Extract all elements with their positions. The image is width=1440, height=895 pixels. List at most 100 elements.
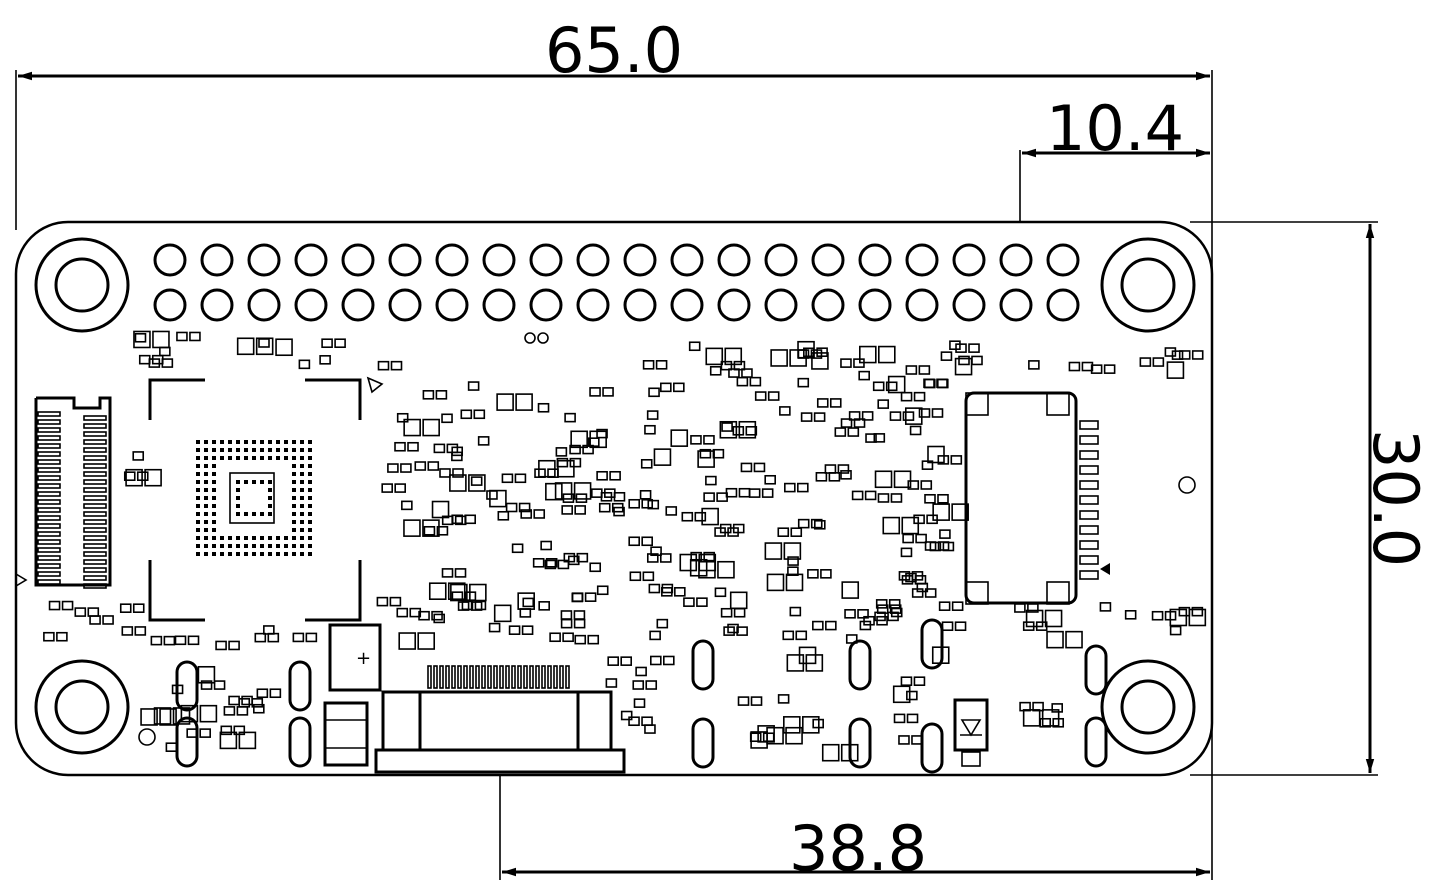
smd-pad — [1032, 701, 1044, 712]
smd-part — [797, 377, 810, 388]
smd-part — [401, 500, 413, 511]
smd-part — [887, 375, 906, 394]
smd-pad — [887, 375, 906, 394]
smd-part — [571, 592, 597, 602]
smd-pad — [473, 409, 486, 420]
smd-part — [873, 433, 886, 443]
smd-pad — [1028, 360, 1040, 370]
smd-pad — [238, 731, 257, 750]
smd-pad — [918, 365, 931, 375]
smd-pad — [673, 382, 685, 393]
connector-pin — [511, 665, 516, 689]
smd-pad — [887, 611, 899, 622]
smd-part — [1166, 361, 1185, 379]
smd-pad — [407, 441, 419, 452]
bga-ball — [292, 544, 296, 548]
bga-ball — [236, 544, 240, 548]
smd-pad — [537, 402, 550, 413]
bga-ball — [292, 520, 296, 524]
bga-ball — [236, 552, 240, 556]
smd-part — [451, 514, 476, 525]
gpio-pin — [529, 243, 563, 277]
bga-ball — [252, 544, 256, 548]
bga-ball — [252, 456, 256, 460]
connector-pin — [37, 443, 61, 449]
bga-ball — [220, 536, 224, 540]
bga-ball — [308, 480, 312, 484]
gpio-pin — [811, 243, 845, 277]
smd-part — [377, 360, 403, 371]
module-pad — [1079, 420, 1099, 430]
bga-ball — [196, 440, 200, 444]
bga-ball — [260, 456, 264, 460]
smd-part — [398, 632, 436, 650]
smd-pad — [653, 448, 672, 466]
module-pad — [1079, 465, 1099, 475]
smd-pad — [613, 506, 625, 517]
smd-part — [782, 630, 808, 641]
smd-part — [821, 743, 859, 762]
bga-ball — [252, 512, 256, 516]
bga-ball — [268, 536, 272, 540]
bga-ball — [300, 464, 304, 468]
smd-part — [632, 680, 658, 690]
smd-pad — [762, 732, 775, 743]
smd-part — [697, 450, 715, 468]
bga-ball — [300, 528, 304, 532]
smd-part — [1025, 609, 1063, 628]
smd-pad — [159, 708, 177, 726]
smd-pad — [596, 470, 608, 481]
smd-part — [628, 498, 654, 509]
smd-pad — [761, 488, 774, 498]
smd-pad — [749, 376, 762, 387]
smd-pad — [926, 514, 938, 525]
smd-part — [394, 441, 419, 452]
smd-part — [927, 445, 945, 464]
smd-pad — [102, 615, 114, 625]
bga-ball — [292, 536, 296, 540]
smd-pad — [447, 582, 466, 600]
overall-height-label: 30.0 — [1359, 429, 1432, 567]
smd-part — [470, 476, 483, 486]
smd-part — [439, 468, 464, 478]
smd-part — [727, 623, 739, 634]
smd-pad — [263, 625, 275, 635]
bga-ball — [268, 496, 272, 500]
bga-ball — [300, 512, 304, 516]
smd-pad — [650, 655, 662, 666]
smd-pad — [811, 352, 829, 370]
bga-ball — [212, 488, 216, 492]
bga-ball — [260, 480, 264, 484]
dimension-fpc-offset: 38.8 — [499, 760, 1210, 885]
smd-part — [889, 411, 915, 421]
bga-ball — [268, 544, 272, 548]
smd-part — [877, 493, 903, 503]
smd-part — [705, 475, 717, 486]
smd-part — [537, 402, 550, 413]
smd-part — [639, 489, 652, 500]
bga-ball — [276, 536, 280, 540]
smd-part — [176, 331, 201, 342]
oval-pad — [175, 716, 199, 768]
smd-pad — [1191, 350, 1204, 360]
connector-pin — [37, 499, 61, 505]
smd-part — [859, 345, 896, 364]
smd-pad — [89, 615, 101, 625]
smd-part — [736, 376, 762, 387]
smd-part — [423, 525, 449, 536]
smd-pad — [936, 378, 948, 389]
bga-ball — [284, 544, 288, 548]
gpio-pin — [764, 243, 798, 277]
smd-pad — [144, 468, 162, 487]
smd-pad — [754, 391, 767, 401]
bga-ball — [212, 448, 216, 452]
smd-pad — [861, 411, 874, 421]
smd-part — [949, 340, 961, 350]
smd-part — [940, 351, 953, 361]
smd-part — [874, 611, 899, 622]
smd-part — [1164, 347, 1177, 357]
smd-pad — [844, 609, 856, 619]
smd-pad — [797, 482, 809, 493]
smd-pad — [723, 626, 735, 636]
smd-pad — [821, 743, 840, 762]
